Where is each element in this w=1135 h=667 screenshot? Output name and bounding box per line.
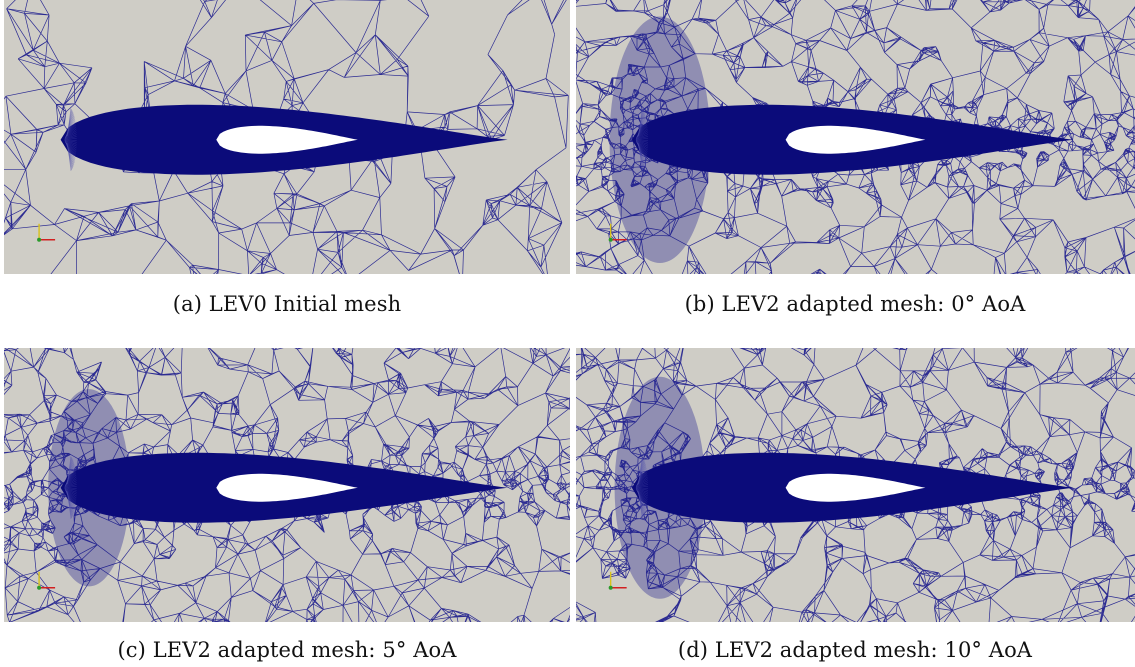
- caption-a: (a) LEV0 Initial mesh: [172, 292, 402, 316]
- caption-c: (c) LEV2 adapted mesh: 5° AoA: [117, 638, 457, 662]
- panel-b-mesh: [576, 0, 1135, 274]
- mesh-image-d: [576, 348, 1135, 622]
- panel-d-mesh: [576, 348, 1135, 622]
- caption-d: (d) LEV2 adapted mesh: 10° AoA: [677, 638, 1033, 662]
- mesh-image-b: [576, 0, 1135, 274]
- panel-c-mesh: [4, 348, 570, 622]
- mesh-image-c: [4, 348, 570, 622]
- panel-a-mesh: [4, 0, 570, 274]
- mesh-image-a: [4, 0, 570, 274]
- caption-b: (b) LEV2 adapted mesh: 0° AoA: [684, 292, 1026, 316]
